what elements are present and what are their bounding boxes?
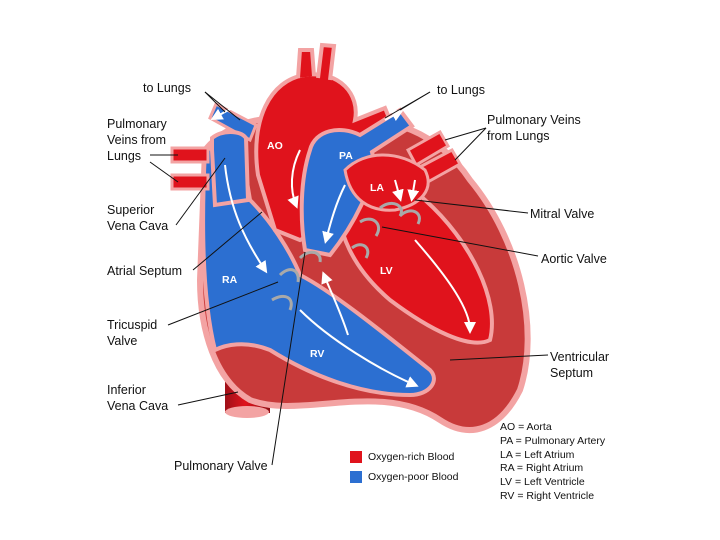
abbr-lv: LV = Left Ventricle [500,476,585,489]
abbr-rv: RV = Right Ventricle [500,489,595,502]
right-heart [201,137,436,398]
chamber-label-lv: LV [380,265,393,277]
abbr-ao: AO = Aorta [500,421,552,433]
label-pulmonary-veins-left: Pulmonary Veins from Lungs [107,117,167,163]
aortic-valve-shape [351,217,381,259]
abbr-ra: RA = Right Atrium [500,462,584,475]
label-to-lungs-left: to Lungs [143,81,191,95]
label-pulmonary-valve: Pulmonary Valve [174,459,268,473]
abbr-pa: PA = Pulmonary Artery [500,434,606,447]
valves [271,202,421,311]
label-mitral-valve: Mitral Valve [530,207,595,221]
left-atrium [343,153,430,212]
label-atrial-septum: Atrial Septum [107,264,183,278]
superior-vena-cava-vessel [210,130,251,208]
label-pulmonary-veins-right: Pulmonary Veins from Lungs [487,113,581,143]
chamber-label-ao: AO [267,140,283,152]
tricuspid-valve-shape [271,268,300,311]
oxygen-rich-swatch [350,451,362,463]
label-inferior-vena-cava: Inferior Vena Cava [107,383,169,413]
leader-lines [149,91,549,466]
label-to-lungs-right: to Lungs [437,83,485,97]
abbr-la: LA = Left Atrium [500,448,575,461]
pulmonary-veins-left [170,146,210,191]
flow-arrows [210,107,476,388]
legend-oxygen-rich-label: Oxygen-rich Blood [368,451,455,463]
chamber-label-ra: RA [222,274,238,286]
chamber-label-pa: PA [339,150,353,162]
pulmonary-valve-shape [298,250,322,263]
pulmonary-veins-right [405,129,463,186]
chamber-label-rv: RV [310,348,325,360]
legend-oxygen-poor: Oxygen-poor Blood [350,471,458,483]
aortic-branches [296,42,337,81]
chamber-label-la: LA [370,182,384,194]
mitral-valve-shape [379,202,421,225]
legend-oxygen-rich: Oxygen-rich Blood [350,451,454,463]
label-tricuspid-valve: Tricuspid Valve [107,318,158,348]
label-aortic-valve: Aortic Valve [541,252,607,266]
label-ventricular-septum: Ventricular Septum [550,350,610,380]
label-superior-vena-cava: Superior Vena Cava [107,203,169,233]
legend-oxygen-poor-label: Oxygen-poor Blood [368,471,459,483]
abbreviation-key: AO = Aorta PA = Pulmonary Artery LA = Le… [500,421,605,504]
oxygen-poor-swatch [350,471,362,483]
